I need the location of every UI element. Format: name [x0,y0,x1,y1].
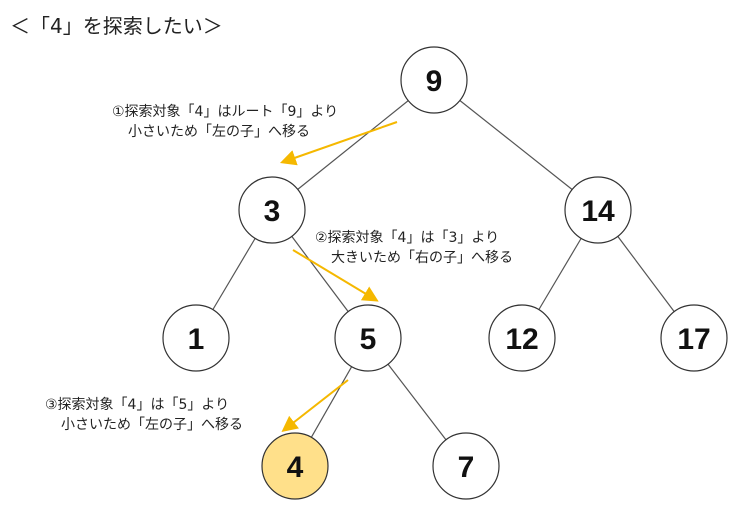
step-3-line-1: ③探索対象「4」は「5」より [45,397,230,413]
tree-node-7: 7 [432,432,500,500]
node-circle [400,46,468,114]
tree-node-12: 12 [488,304,556,372]
search-path-arrows [279,121,398,432]
edge-n3-n5 [291,236,349,312]
edge-n14-n17 [617,236,675,312]
node-label: 1 [188,323,205,356]
step-3-note: ③探索対象「4」は「5」より 小さいため「左の子」へ移る [45,395,243,435]
node-circle [162,304,230,372]
tree-node-5: 5 [334,304,402,372]
tree-node-17: 17 [660,304,728,372]
node-circle [261,432,329,500]
tree-node-4: 4 [261,432,329,500]
node-label: 7 [458,451,475,484]
step-2-line-2: 大きいため「右の子」へ移る [331,250,513,266]
tree-node-14: 14 [564,176,632,244]
step-3-line-2: 小さいため「左の子」へ移る [61,417,243,433]
tree-node-9: 9 [400,46,468,114]
node-label: 17 [677,323,710,356]
node-circle [432,432,500,500]
edge-n9-n14 [459,100,573,190]
node-label: 3 [264,195,281,228]
step-2-arrow [292,249,379,302]
step-2-note: ②探索対象「4」は「3」より 大きいため「右の子」へ移る [315,228,513,268]
node-label: 5 [360,323,377,356]
node-label: 9 [426,65,443,98]
step-1-line-2: 小さいため「左の子」へ移る [128,124,310,140]
step-1-line-1: ①探索対象「4」はルート「9」より [112,104,339,120]
edge-n9-n3 [297,100,409,190]
step-3-arrow [281,379,349,432]
edge-n3-n1 [212,238,256,310]
tree-node-3: 3 [238,176,306,244]
node-circle [488,304,556,372]
edge-n5-n7 [387,363,447,441]
node-circle [564,176,632,244]
node-circle [660,304,728,372]
tree-nodes: 9 3 14 1 5 12 17 4 7 [162,46,728,500]
edge-n5-n4 [310,366,353,438]
node-label: 4 [287,451,304,484]
tree-edges [212,100,675,441]
node-circle [334,304,402,372]
step-2-line-1: ②探索対象「4」は「3」より [315,230,500,246]
edge-n14-n12 [538,238,582,310]
page-title: ＜「4」を探索したい＞ [10,14,223,38]
node-label: 14 [581,195,615,228]
step-1-note: ①探索対象「4」はルート「9」より 小さいため「左の子」へ移る [112,102,338,142]
tree-node-1: 1 [162,304,230,372]
step-1-arrow [279,121,398,166]
node-label: 12 [505,323,538,356]
node-circle [238,176,306,244]
